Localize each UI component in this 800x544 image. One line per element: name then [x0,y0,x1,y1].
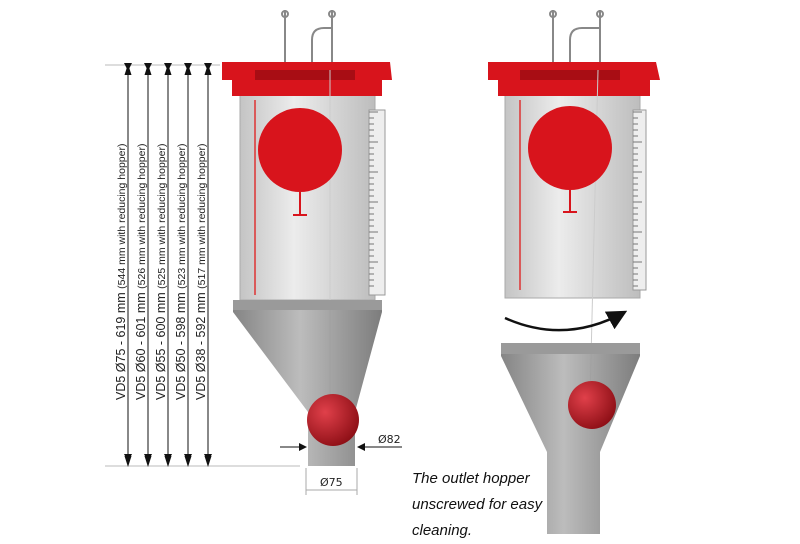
disassembled-unit [488,10,660,534]
caption-line: The outlet hopper [412,470,530,487]
dimension-label: VD5 Ø38 - 592 mm (517 mm with reducing h… [194,144,208,400]
dimension-label: VD5 Ø50 - 598 mm (523 mm with reducing h… [174,144,188,400]
arrowhead-icon [144,456,152,467]
arrowhead-icon [164,456,172,467]
hanging-hook-icon [281,10,336,62]
caption-line: unscrewed for easy [412,496,543,513]
arrowhead-icon [184,456,192,467]
caption: The outlet hopper unscrewed for easy cle… [412,466,542,544]
arrowhead-icon [204,456,212,467]
float-ball [258,108,342,192]
arrowhead-icon [124,456,132,467]
outer-diameter-label: Ø82 [378,433,401,446]
assembled-unit: Ø82 Ø75 [222,10,402,495]
arrowhead-icon [124,64,132,75]
drop-ball [307,394,359,446]
caption-line: cleaning. [412,522,473,539]
inner-diameter-label: Ø75 [320,476,343,489]
height-dimension-lines: VD5 Ø75 - 619 mm (544 mm with reducing h… [105,63,300,467]
rotate-arrow-icon [504,310,628,332]
arrowhead-icon [164,64,172,75]
dimension-label: VD5 Ø75 - 619 mm (544 mm with reducing h… [114,144,128,400]
arrowhead-icon [204,64,212,75]
hanging-hook-icon [549,10,604,62]
dimension-label: VD5 Ø60 - 601 mm (526 mm with reducing h… [134,144,148,400]
outlet-hopper [233,300,382,466]
dimension-label: VD5 Ø55 - 600 mm (525 mm with reducing h… [154,144,168,400]
arrowhead-icon [184,64,192,75]
arrowhead-icon [144,64,152,75]
